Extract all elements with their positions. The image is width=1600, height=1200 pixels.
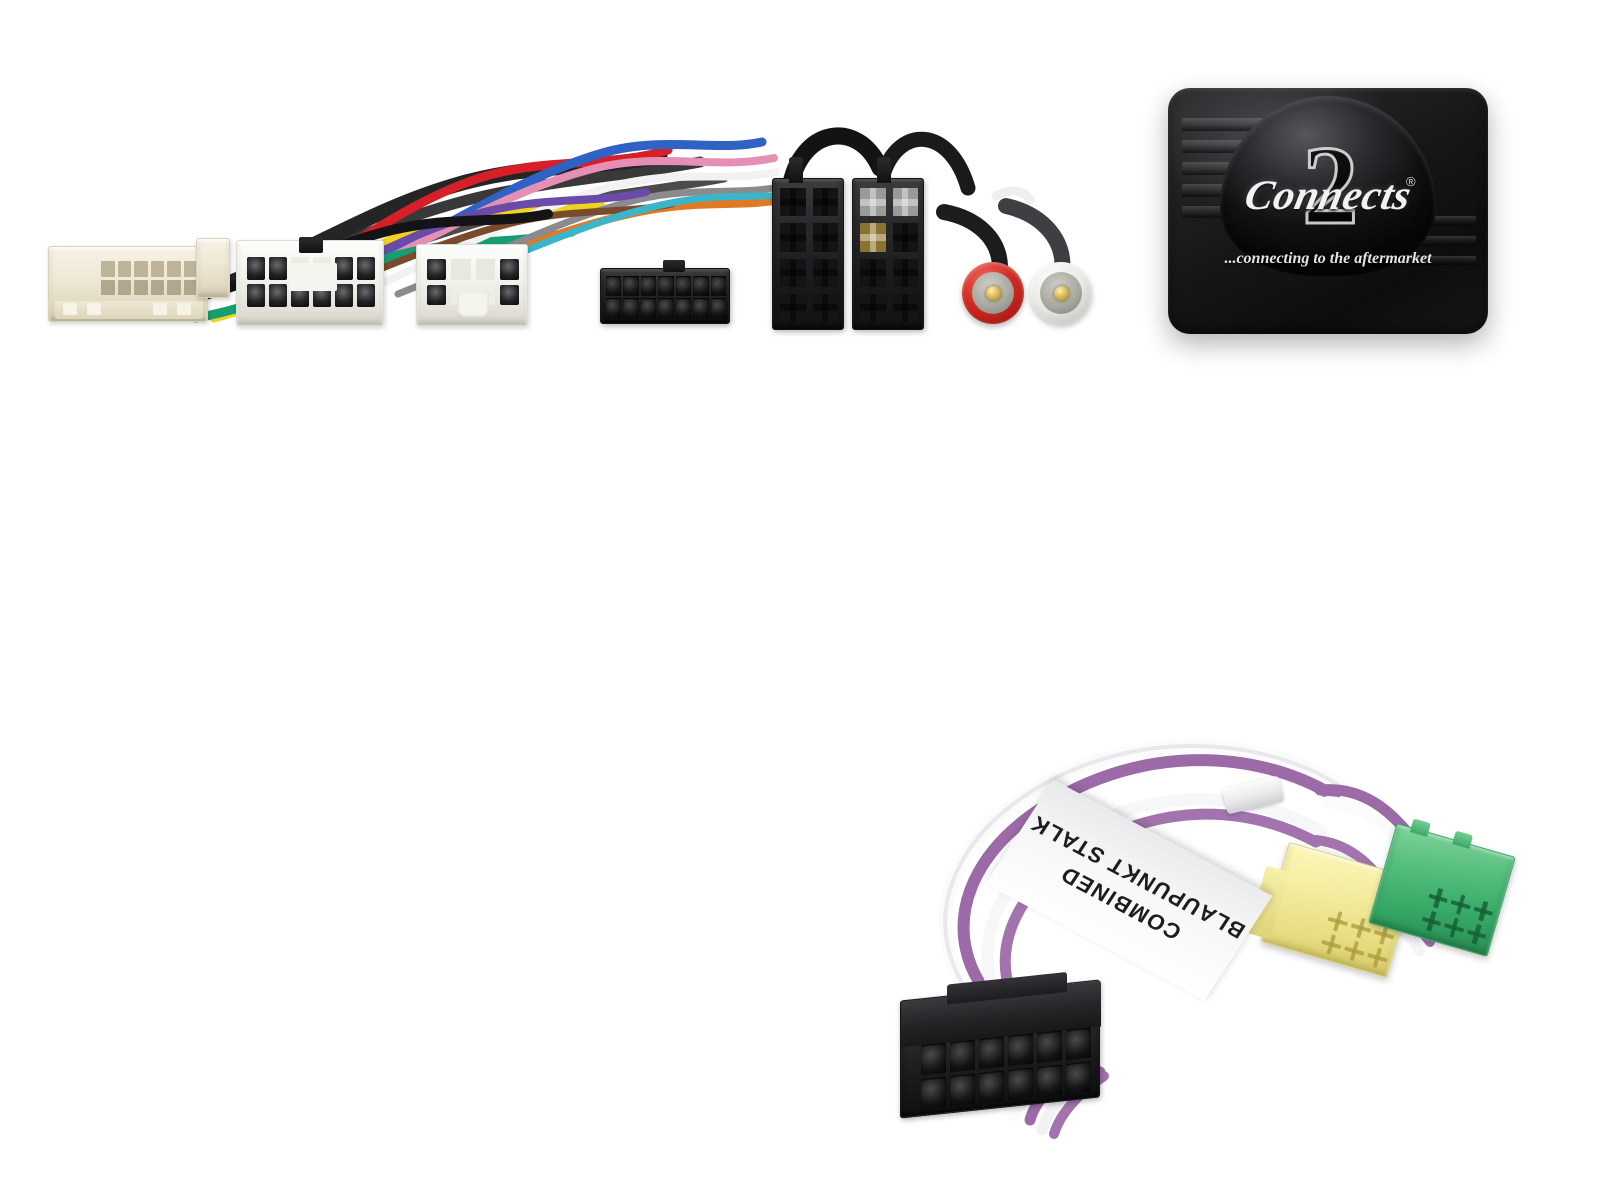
module-logo-dome: 2 Connects ® ...connecting to the afterm… — [1220, 96, 1436, 276]
main-wiring-harness — [0, 0, 1120, 420]
module-fin — [1408, 256, 1476, 265]
pin-grid — [1420, 886, 1496, 946]
iso-speaker-block — [852, 157, 924, 330]
toyota-connector-white-b — [416, 244, 528, 326]
logo-numeral: 2 — [1301, 124, 1360, 248]
registered-mark-icon: ® — [1406, 174, 1416, 189]
pin-grid — [101, 261, 197, 295]
logo-tagline: ...connecting to the aftermarket — [1224, 250, 1432, 267]
pin-grid — [606, 276, 726, 318]
toyota-connector-white-a — [236, 237, 384, 326]
module-fin — [1396, 216, 1476, 226]
toyota-connector-cream — [48, 246, 208, 322]
rca-plug-left — [1030, 262, 1092, 324]
toyota-connector-cream-shell — [196, 238, 230, 298]
rca-plug-right — [962, 262, 1024, 324]
logo-wordmark: Connects — [1240, 173, 1416, 219]
interface-module: 2 Connects ® ...connecting to the afterm… — [1168, 88, 1488, 334]
black-14-pin-connector — [600, 260, 730, 324]
pin-grid — [780, 188, 838, 323]
module-fin — [1396, 236, 1476, 246]
molex-12-pin — [900, 971, 1101, 1119]
pin-grid — [860, 188, 918, 323]
iso-power-block — [772, 157, 844, 330]
harness-wire-bundle — [181, 127, 1071, 323]
